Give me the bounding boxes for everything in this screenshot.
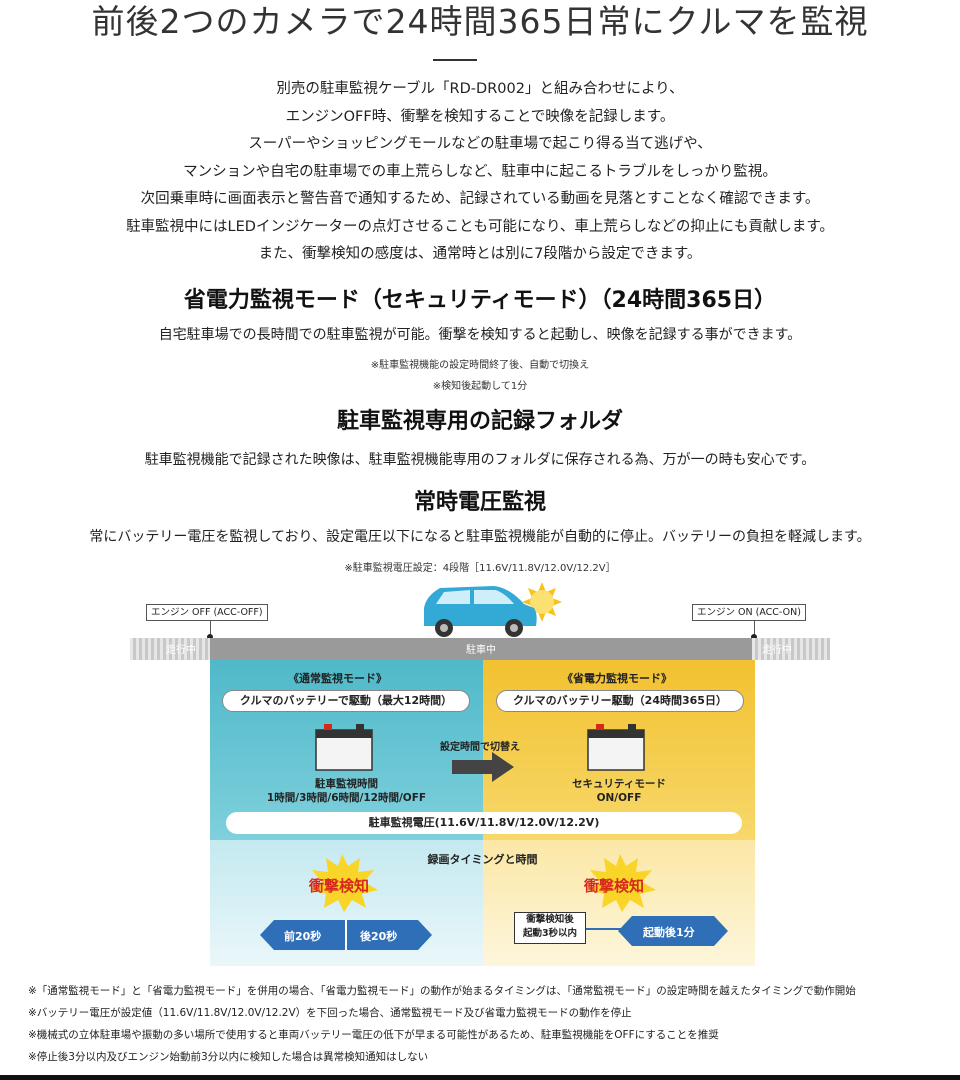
engine-on-marker-line bbox=[754, 621, 755, 641]
timeline-label-driving-right: 走行中 bbox=[762, 645, 792, 656]
title-underline bbox=[433, 59, 477, 61]
normal-mode-pill: クルマのバッテリーで駆動（最大12時間） bbox=[222, 690, 470, 712]
timeline-bar bbox=[130, 638, 830, 660]
timeline-label-parked: 駐車中 bbox=[466, 645, 496, 656]
power-mode-pill: クルマのバッテリー駆動（24時間365日） bbox=[496, 690, 744, 712]
switch-label: 設定時間で切替え bbox=[440, 742, 520, 753]
battery-icon bbox=[587, 724, 645, 771]
power-mode-heading: 省電力監視モード（セキュリティモード）（24時間365日） bbox=[183, 288, 777, 313]
impact-burst-icon bbox=[588, 854, 656, 912]
footnotes: ※「通常監視モード」と「省電力監視モード」を併用の場合、「省電力監視モード」の動… bbox=[28, 980, 940, 1068]
car-icon bbox=[424, 586, 537, 637]
normal-mode-duration-options: 1時間/3時間/6時間/12時間/OFF bbox=[266, 792, 427, 804]
intro-line: 駐車監視中にはLEDインジケーターの点灯させることも可能になり、車上荒らしなどの… bbox=[126, 218, 834, 235]
record-1min-arrow bbox=[618, 916, 728, 946]
timeline-driving-left bbox=[130, 638, 210, 660]
intro-line: 次回乗車時に画面表示と警告音で通知するため、記録されている動画を見落とすことなく… bbox=[140, 191, 820, 207]
footnote: ※バッテリー電圧が設定値（11.6V/11.8V/12.0V/12.2V）を下回… bbox=[28, 1007, 632, 1019]
engine-on-marker-dot bbox=[751, 634, 757, 640]
after-20s-label: 後20秒 bbox=[360, 930, 398, 943]
engine-off-label: エンジン OFF (ACC-OFF) bbox=[146, 604, 268, 621]
before-20s-label: 前20秒 bbox=[284, 930, 322, 943]
power-mode-note-2: ※検知後起動して1分 bbox=[432, 381, 528, 392]
parked-car-illustration bbox=[424, 582, 562, 637]
folder-heading: 駐車監視専用の記録フォルダ bbox=[336, 409, 623, 434]
timeline-driving-right bbox=[752, 638, 830, 660]
folder-body: 駐車監視機能で記録された映像は、駐車監視機能専用のフォルダに保存される為、万が一… bbox=[144, 452, 816, 468]
power-mode-title: 《省電力監視モード》 bbox=[562, 672, 672, 685]
engine-off-marker-dot bbox=[207, 634, 213, 640]
intro-paragraph: 別売の駐車監視ケーブル「RD-DR002」と組み合わせにより、 エンジンOFF時… bbox=[40, 76, 920, 269]
intro-line: スーパーやショッピングモールなどの駐車場で起こり得る当て逃げや、 bbox=[248, 136, 712, 152]
intro-line: また、衝撃検知の感度は、通常時とは別に7段階から設定できます。 bbox=[258, 246, 702, 262]
voltage-body: 常にバッテリー電圧を監視しており、設定電圧以下になると駐車監視機能が自動的に停止… bbox=[89, 529, 871, 545]
timeline-label-driving-left: 走行中 bbox=[166, 645, 196, 656]
detect-boot-line-2: 起動3秒以内 bbox=[522, 928, 578, 939]
power-mode-body: 自宅駐車場での長時間での駐車監視が可能。衝撃を検知すると起動し、映像を記録する事… bbox=[158, 327, 802, 343]
footnote: ※機械式の立体駐車場や振動の多い場所で使用すると車両バッテリー電圧の低下が早まる… bbox=[28, 1029, 719, 1041]
page-title: 前後2つのカメラで24時間365日常にクルマを監視 bbox=[91, 2, 869, 41]
voltage-heading: 常時電圧監視 bbox=[413, 490, 546, 515]
normal-mode-title: 《通常監視モード》 bbox=[288, 672, 387, 685]
impact-detect-label-left: 衝撃検知 bbox=[309, 877, 370, 895]
security-mode-label: セキュリティモード bbox=[572, 778, 666, 790]
detect-boot-box: 衝撃検知後 起動3秒以内 bbox=[514, 912, 586, 944]
arrow-right-icon bbox=[452, 752, 514, 782]
voltage-setting-pill: 駐車監視電圧(11.6V/11.8V/12.0V/12.2V) bbox=[226, 812, 742, 834]
engine-on-label: エンジン ON (ACC-ON) bbox=[692, 604, 806, 621]
timing-title: 録画タイミングと時間 bbox=[427, 853, 538, 866]
detect-boot-line-1: 衝撃検知後 bbox=[526, 914, 574, 925]
intro-line: マンションや自宅の駐車場での車上荒らしなど、駐車中に起こるトラブルをしっかり監視… bbox=[183, 163, 777, 180]
connector-line bbox=[586, 928, 626, 930]
footnote: ※停止後3分以内及びエンジン始動前3分以内に検知した場合は異常検知通知はしない bbox=[28, 1051, 429, 1063]
impact-burst-icon bbox=[310, 854, 378, 912]
voltage-note: ※駐車監視電圧設定：4段階［11.6V/11.8V/12.0V/12.2V］ bbox=[344, 563, 616, 574]
bottom-divider bbox=[0, 1075, 960, 1080]
intro-line: エンジンOFF時、衝撃を検知することで映像を記録します。 bbox=[285, 108, 675, 125]
normal-mode-duration-label: 駐車監視時間 bbox=[315, 778, 378, 790]
battery-icon bbox=[315, 724, 373, 771]
after-1min-label: 起動後1分 bbox=[643, 926, 695, 939]
security-mode-options: ON/OFF bbox=[596, 792, 642, 804]
engine-off-marker-line bbox=[210, 621, 211, 641]
record-window-arrow bbox=[260, 920, 432, 950]
footnote: ※「通常監視モード」と「省電力監視モード」を併用の場合、「省電力監視モード」の動… bbox=[28, 985, 856, 997]
intro-line: 別売の駐車監視ケーブル「RD-DR002」と組み合わせにより、 bbox=[276, 81, 684, 97]
power-mode-note-1: ※駐車監視機能の設定時間終了後、自動で切換え bbox=[370, 360, 590, 371]
impact-detect-label-right: 衝撃検知 bbox=[584, 877, 645, 895]
